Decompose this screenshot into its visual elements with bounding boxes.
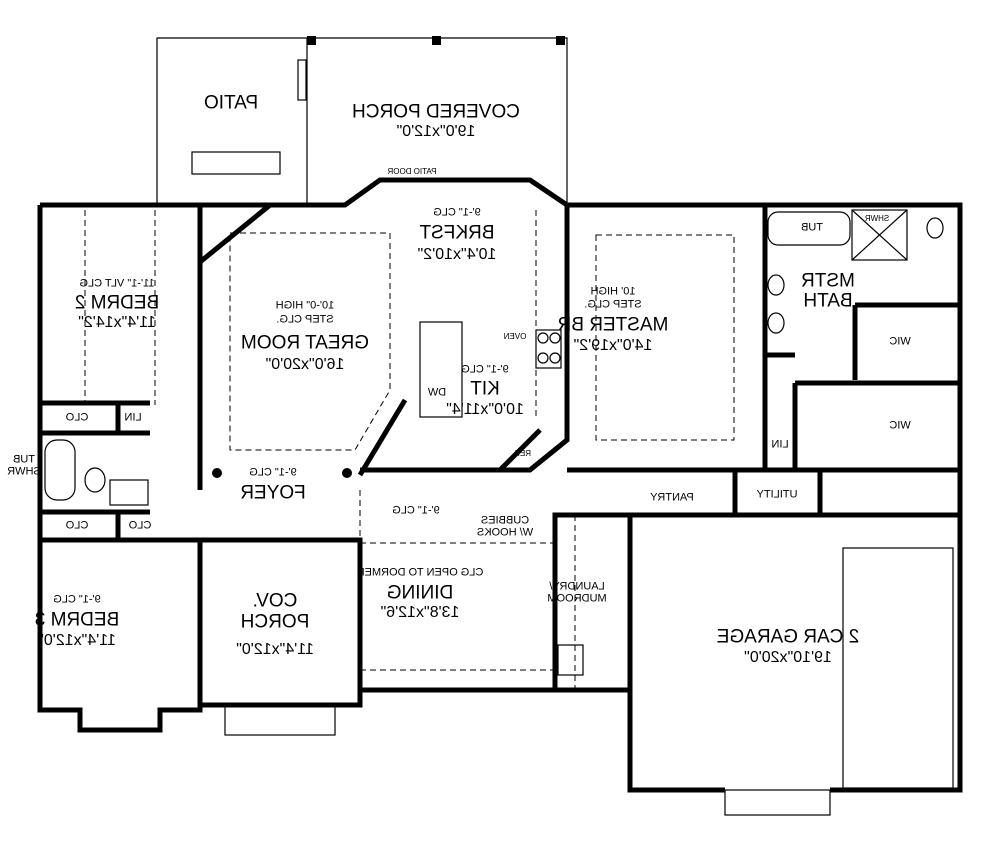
cov-porch-line1: COV.: [252, 590, 298, 612]
dining-size: 13'8"x12'6": [380, 604, 460, 621]
patio-label: PATIO: [203, 92, 259, 114]
master-br-clg1: 10' HIGH: [590, 285, 636, 298]
covered-porch-size: 19'0"x12'0": [396, 123, 476, 140]
kit-clg: 9'-1" CLG: [461, 363, 509, 376]
tub-shwr-line1: TUB: [13, 453, 35, 466]
bedrm2-label: BEDRM 2: [74, 292, 160, 314]
cubbies-line1: CUBBIES: [480, 514, 530, 527]
mstr-bath-line1: MSTR: [801, 270, 855, 292]
dining-label: DINING: [386, 582, 454, 604]
patio-door-label: PATIO DOOR: [387, 167, 437, 176]
cubbies-line2: W/ HOOKS: [476, 526, 534, 539]
covered-porch-label: COVERED PORCH: [352, 101, 520, 123]
wic-label-1: WIC: [889, 335, 911, 348]
cov-porch-size: 11'4"x12'0": [236, 641, 314, 658]
walls: [37, 177, 963, 793]
utility-label: UTILITY: [756, 488, 798, 501]
master-br-clg2: STEP CLG.: [584, 298, 642, 311]
great-room-clg1: 10'-0" HIGH: [275, 299, 335, 312]
oven-label: OVEN: [503, 332, 527, 341]
wic-label-2: WIC: [889, 419, 911, 432]
thin-lines: [44, 37, 954, 816]
lin-label: LIN: [124, 411, 142, 424]
clo-label-1: CLO: [65, 411, 89, 424]
garage-size: 19'10"x20'0": [744, 649, 832, 666]
ref-label: REF: [515, 449, 531, 458]
bedrm3-label: BEDRM 3: [34, 609, 120, 631]
kit-label: KIT: [470, 378, 500, 400]
tub-shwr-line2: SHWR: [7, 465, 41, 478]
mstr-bath-line2: BATH: [803, 290, 853, 312]
bedrm2-size: 11'4"x14'2": [78, 314, 156, 331]
clo-label-3: CLO: [128, 519, 152, 532]
brkfst-label: BRKFST: [419, 222, 495, 244]
laundry-line1: LAUNDRY/: [549, 580, 605, 593]
bedrm2-clg: 11'-1" VLT CLG: [79, 277, 155, 290]
kit-size: 10'0"x11'4": [446, 401, 524, 418]
master-br-label: MASTER BR: [557, 314, 669, 336]
posts: [212, 36, 565, 478]
shwr-label: SHWR: [864, 214, 890, 223]
garage-label: 2 CAR GARAGE: [716, 626, 860, 648]
great-room-size: 16'0"x20'0": [265, 356, 345, 373]
brkfst-clg: 9'-1" CLG: [433, 206, 481, 219]
foyer-clg: 9'-1" CLG: [249, 466, 297, 479]
master-br-size: 14'0"x19'2": [573, 337, 653, 354]
bedrm3-clg: 9'-1" CLG: [53, 593, 101, 606]
laundry-line2: MUDROOM: [547, 592, 607, 605]
dw-label: DW: [427, 386, 447, 399]
master-lin-label: LIN: [771, 438, 789, 451]
cov-porch-line2: PORCH: [240, 611, 310, 633]
bedrm3-size: 11'4"x12'0": [38, 632, 116, 649]
hall-clg: 9'-1" CLG: [392, 504, 440, 517]
clo-label-2: CLO: [65, 519, 89, 532]
dining-clg: CLG OPEN TO DORMER: [356, 566, 484, 579]
tub-label: TUB: [801, 221, 823, 234]
foyer-label: FOYER: [240, 482, 306, 504]
pantry-label: PANTRY: [650, 491, 694, 504]
brkfst-size: 10'4"x10'2": [417, 246, 497, 263]
great-room-label: GREAT ROOM: [240, 332, 370, 354]
great-room-clg2: STEP CLG.: [276, 313, 334, 326]
